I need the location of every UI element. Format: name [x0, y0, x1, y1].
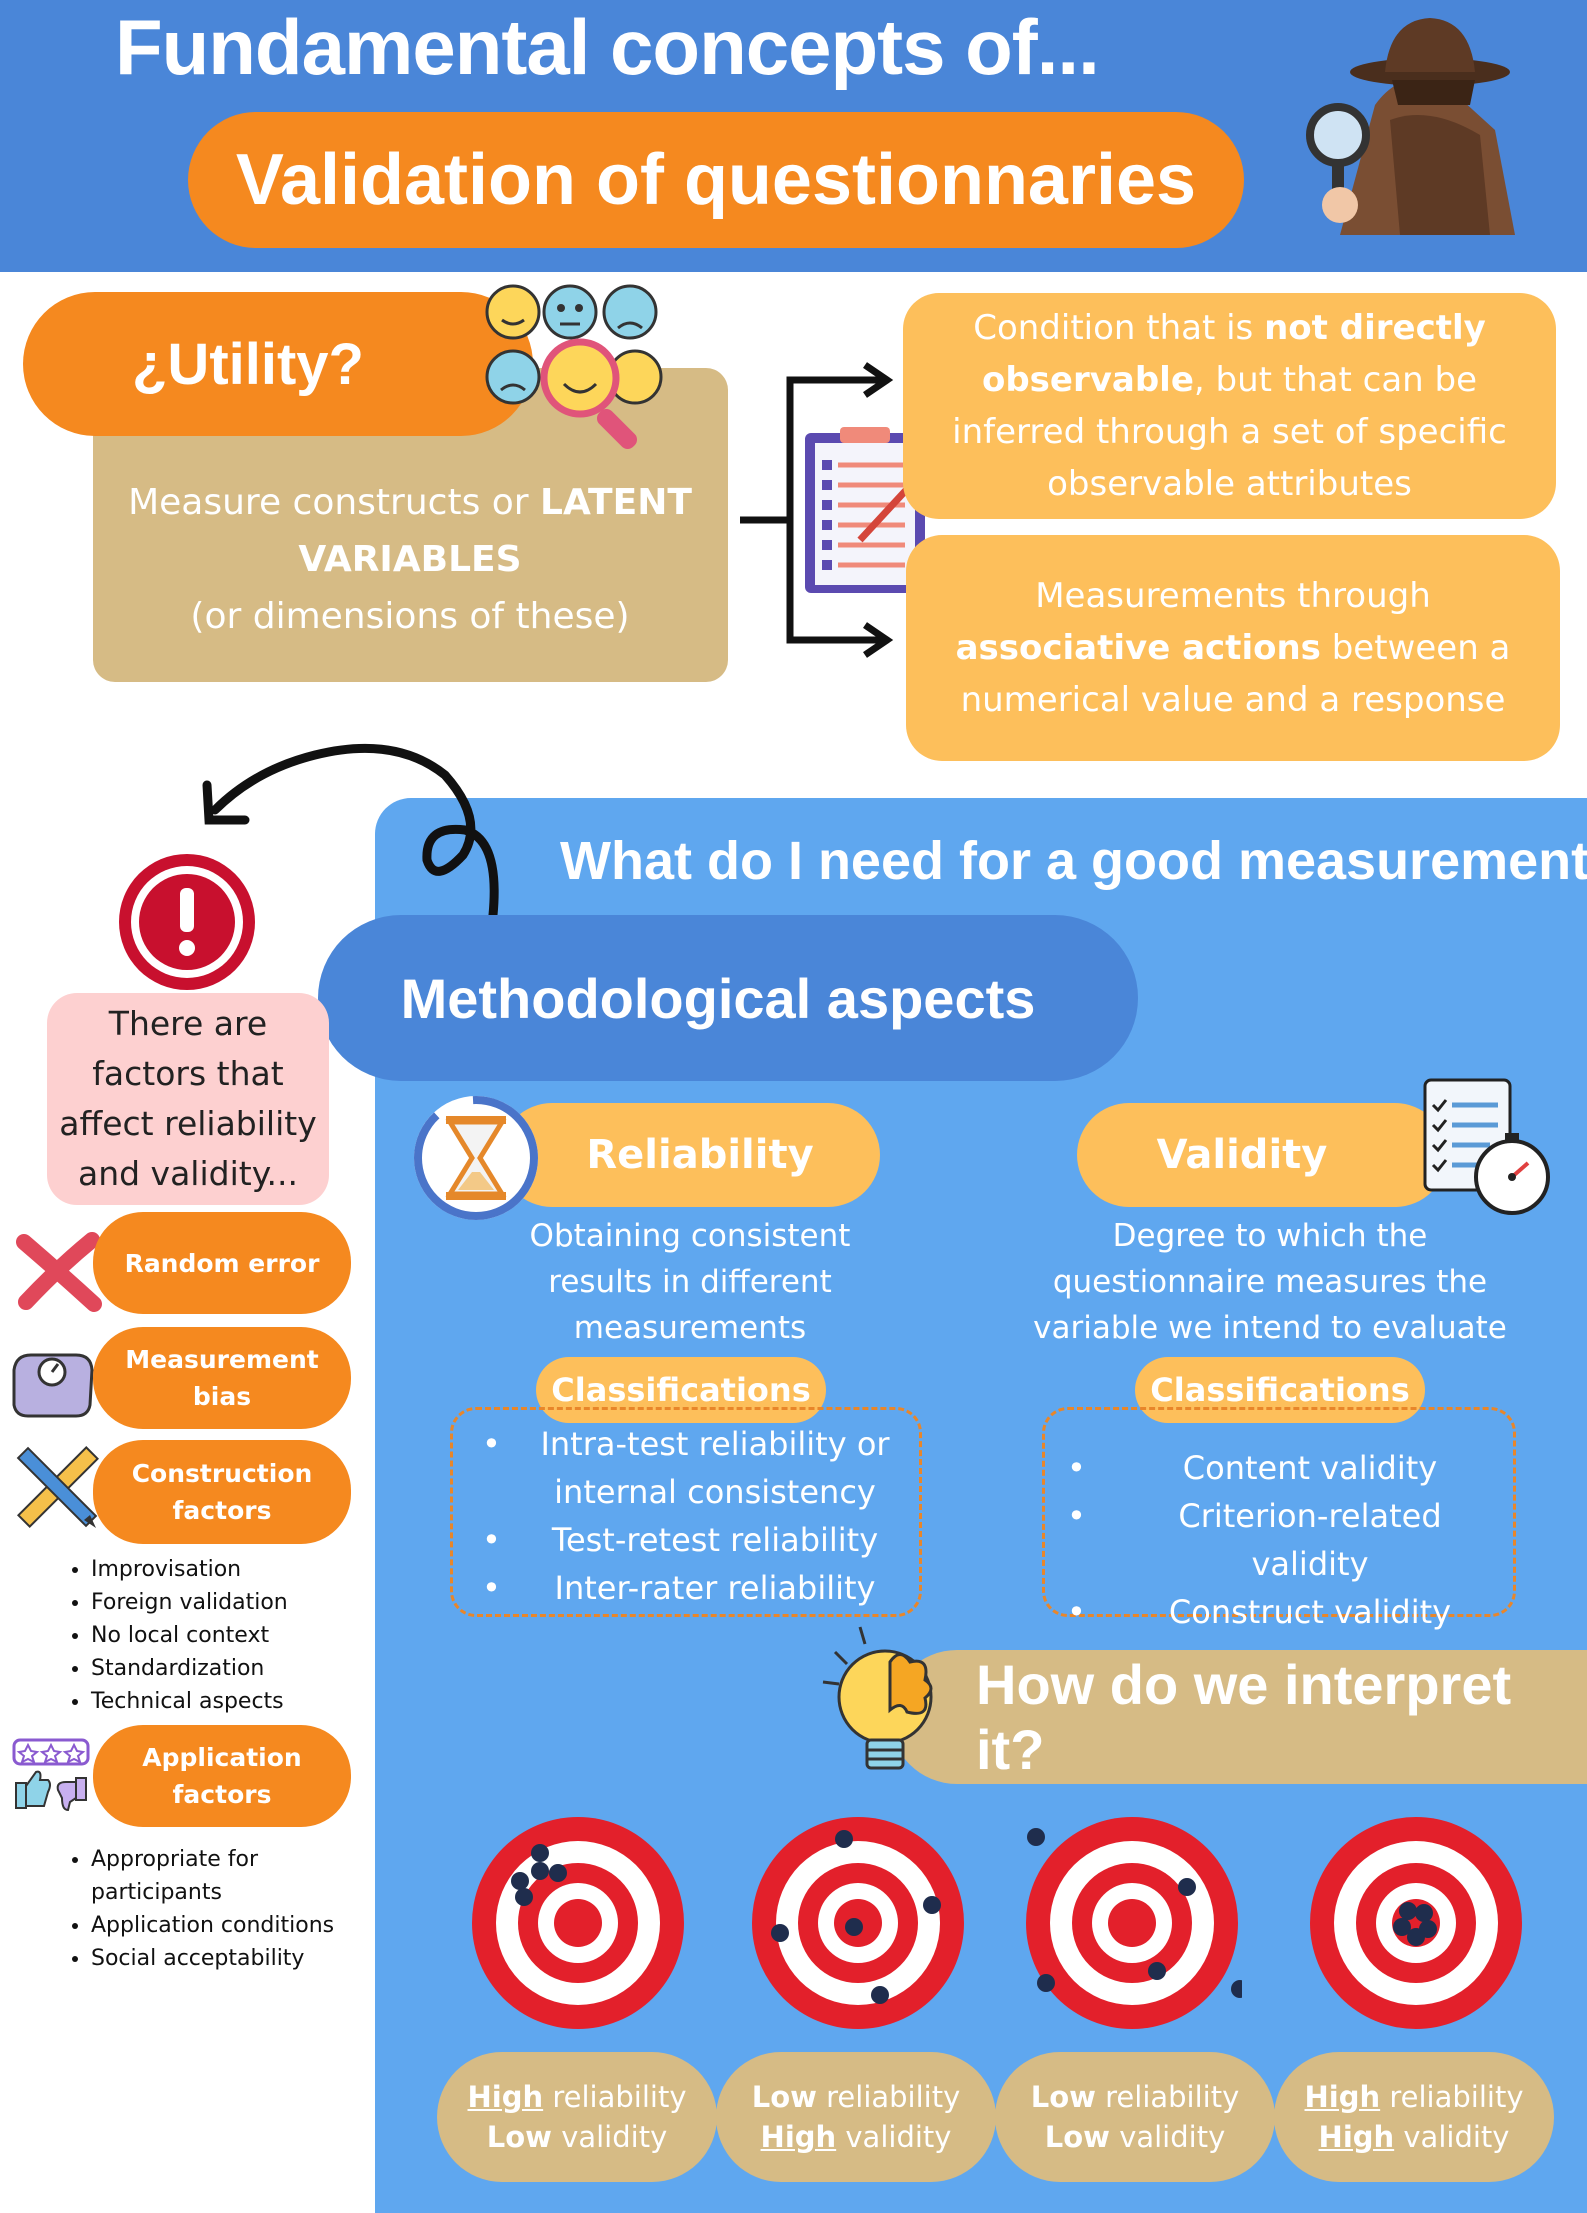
result-pill: High reliability Low validity [437, 2052, 717, 2182]
reliability-classifications-box [450, 1407, 922, 1617]
interpret-title: How do we interpret it? [976, 1653, 1512, 1781]
main-title: Fundamental concepts of... [115, 3, 1100, 91]
reliability-word: reliability [826, 2080, 961, 2114]
result-pill: High reliability High validity [1274, 2052, 1554, 2182]
reliability-description: Obtaining consistent results in differen… [529, 1218, 851, 1346]
construction-factors-pill: Construction factors [93, 1440, 351, 1544]
def2-post: between a numerical value and a response [960, 628, 1511, 720]
result-pill: Low reliability High validity [716, 2052, 996, 2182]
utility-text-pre: Measure constructs or [128, 482, 541, 523]
def1-post: , but that can be inferred through a set… [952, 360, 1507, 504]
validity-level: High [1318, 2120, 1395, 2154]
random-error-pill: Random error [93, 1212, 351, 1314]
detective-icon [1306, 18, 1515, 236]
factors-note: There are factors that affect reliabilit… [47, 993, 329, 1205]
result-pill: Low reliability Low validity [995, 2052, 1275, 2182]
list-item: Intra-test reliability or internal consi… [482, 1420, 900, 1516]
utility-description: Measure constructs or LATENT VARIABLES (… [110, 474, 710, 645]
application-factors-pill: Application factors [93, 1725, 351, 1827]
validity-word: validity [845, 2120, 952, 2154]
construction-factors-label: Construction factors [131, 1459, 313, 1525]
measurement-bias-pill: Measurement bias [93, 1327, 351, 1429]
cross-icon [16, 1232, 102, 1312]
def2-bold: associative actions [955, 628, 1321, 668]
utility-text-bold: LATENT VARIABLES [298, 482, 692, 580]
latent-variable-definition: Condition that is not directly observabl… [903, 293, 1556, 519]
scale-icon [12, 1353, 94, 1418]
validity-description: Degree to which the questionnaire measur… [1033, 1218, 1507, 1346]
list-item: Appropriate for participants [91, 1843, 365, 1909]
application-factors-list: Appropriate for participants Application… [65, 1843, 365, 1975]
reliability-level: High [1304, 2080, 1381, 2114]
reliability-level: Low [751, 2080, 817, 2114]
target-icon [1026, 1817, 1242, 2029]
measurement-definition: Measurements through associative actions… [906, 535, 1560, 761]
checklist-stopwatch-icon [1423, 1078, 1550, 1215]
list-item: Standardization [91, 1652, 355, 1685]
validity-word: validity [561, 2120, 668, 2154]
lightbulb-puzzle-icon [822, 1626, 933, 1770]
utility-text-post: (or dimensions of these) [190, 596, 630, 637]
validity-label: Validity [1156, 1132, 1328, 1178]
curved-arrow-icon [202, 743, 499, 920]
validity-classifications-list: Content validity Criterion-related valid… [1067, 1444, 1505, 1636]
application-factors-label: Application factors [142, 1743, 302, 1809]
reliability-classifications-list: Intra-test reliability or internal consi… [482, 1420, 900, 1612]
reliability-word: reliability [1389, 2080, 1524, 2114]
validity-level: Low [486, 2120, 552, 2154]
reliability-word: reliability [1105, 2080, 1240, 2114]
list-item: No local context [91, 1619, 355, 1652]
measurement-question: What do I need for a good measurement? [560, 831, 1587, 891]
list-item: Technical aspects [91, 1685, 355, 1718]
list-item: Criterion-related validity [1067, 1492, 1505, 1588]
list-item: Construct validity [1067, 1588, 1505, 1636]
validity-level: High [760, 2120, 837, 2154]
reliability-word: reliability [552, 2080, 687, 2114]
pencil-ruler-icon [16, 1445, 99, 1529]
validity-level: Low [1044, 2120, 1110, 2154]
validity-classifications-label: Classifications [1150, 1371, 1410, 1409]
def1-bold: not directly observable [981, 308, 1486, 400]
def2-pre: Measurements through [1035, 576, 1431, 616]
hourglass-icon [414, 1096, 538, 1220]
validity-pill: Validity [1077, 1103, 1447, 1207]
list-item: Social acceptability [91, 1942, 365, 1975]
reliability-label: Reliability [586, 1132, 814, 1178]
def1-pre: Condition that is [973, 308, 1265, 348]
list-item: Inter-rater reliability [482, 1564, 900, 1612]
reliability-pill: Reliability [500, 1103, 880, 1207]
emoji-magnifier-icon [485, 284, 663, 450]
validity-word: validity [1119, 2120, 1226, 2154]
reliability-level: Low [1030, 2080, 1096, 2114]
target-icon [1310, 1817, 1522, 2029]
reliability-classifications-label: Classifications [551, 1371, 811, 1409]
utility-heading: ¿Utility? [23, 292, 533, 436]
warning-icon [119, 854, 255, 990]
measurement-bias-label: Measurement bias [125, 1345, 319, 1411]
list-item: Content validity [1067, 1444, 1505, 1492]
target-icon [472, 1817, 684, 2029]
list-item: Foreign validation [91, 1586, 355, 1619]
reliability-classifications-pill: Classifications [536, 1357, 826, 1423]
validity-word: validity [1403, 2120, 1510, 2154]
subtitle-pill: Validation of questionnaries [188, 112, 1244, 248]
construction-factors-list: Improvisation Foreign validation No loca… [65, 1553, 355, 1718]
list-item: Application conditions [91, 1909, 365, 1942]
rating-thumbs-icon [12, 1738, 90, 1812]
target-icon [752, 1817, 964, 2029]
interpret-title-pill: How do we interpret it? [890, 1650, 1587, 1784]
methodological-aspects-pill: Methodological aspects [318, 915, 1138, 1081]
bracket-arrows-icon [740, 362, 894, 658]
random-error-label: Random error [124, 1248, 320, 1278]
list-item: Improvisation [91, 1553, 355, 1586]
validity-classifications-pill: Classifications [1135, 1357, 1425, 1423]
reliability-level: High [467, 2080, 544, 2114]
list-item: Test-retest reliability [482, 1516, 900, 1564]
clipboard-icon [805, 427, 925, 593]
